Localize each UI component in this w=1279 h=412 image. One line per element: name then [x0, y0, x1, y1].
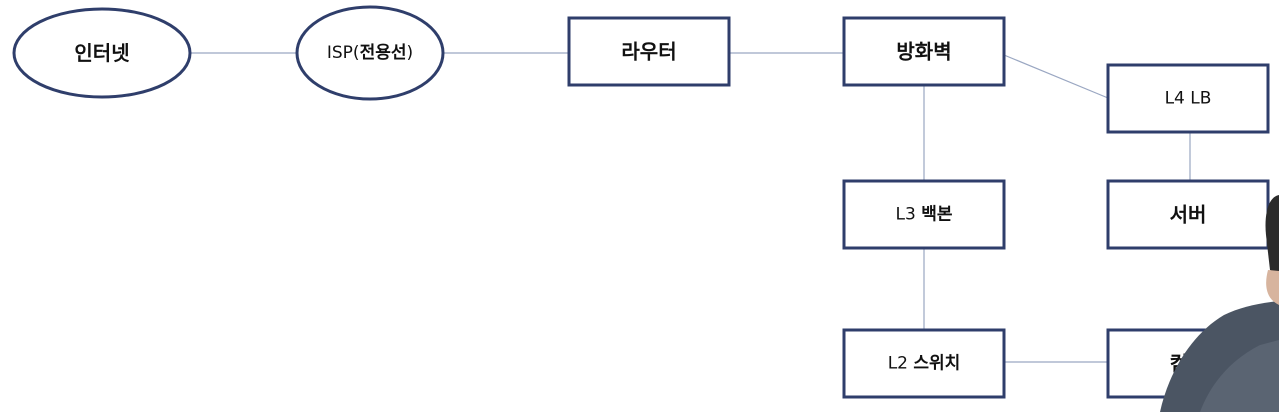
node-isp: ISP(전용선): [297, 7, 443, 99]
edges-layer: [190, 53, 1190, 362]
node-l3-label-part: 백본: [921, 205, 953, 225]
node-isp-label-part: 전용선: [360, 43, 407, 63]
node-l2-label-part: 스위치: [913, 354, 960, 374]
node-firewall-label: 방화벽: [896, 40, 951, 64]
node-l2: L2 스위치: [844, 330, 1004, 397]
node-internet-label: 인터넷: [74, 41, 129, 65]
node-router-label-part: 라우터: [621, 40, 676, 64]
node-router-label: 라우터: [621, 40, 676, 64]
node-l2-label-part: L2: [888, 354, 914, 374]
node-l3-label-part: L3: [896, 205, 922, 225]
presenter-video-overlay: [1160, 175, 1279, 412]
node-internet: 인터넷: [14, 9, 190, 97]
node-l4lb: L4 LB: [1108, 65, 1268, 132]
node-l4lb-label-part: L4 LB: [1165, 89, 1212, 109]
node-firewall: 방화벽: [844, 18, 1004, 85]
node-l3-label: L3 백본: [896, 205, 953, 225]
node-router: 라우터: [569, 18, 729, 85]
node-firewall-label-part: 방화벽: [896, 40, 951, 64]
node-isp-label: ISP(전용선): [327, 43, 413, 63]
node-isp-label-part: ISP(: [327, 43, 360, 63]
node-isp-label-part: ): [406, 43, 413, 63]
edge-firewall-to-l4lb: [1004, 55, 1108, 98]
node-l3: L3 백본: [844, 181, 1004, 248]
node-l2-label: L2 스위치: [888, 354, 961, 374]
node-internet-label-part: 인터넷: [74, 41, 129, 65]
node-l4lb-label: L4 LB: [1165, 89, 1212, 109]
